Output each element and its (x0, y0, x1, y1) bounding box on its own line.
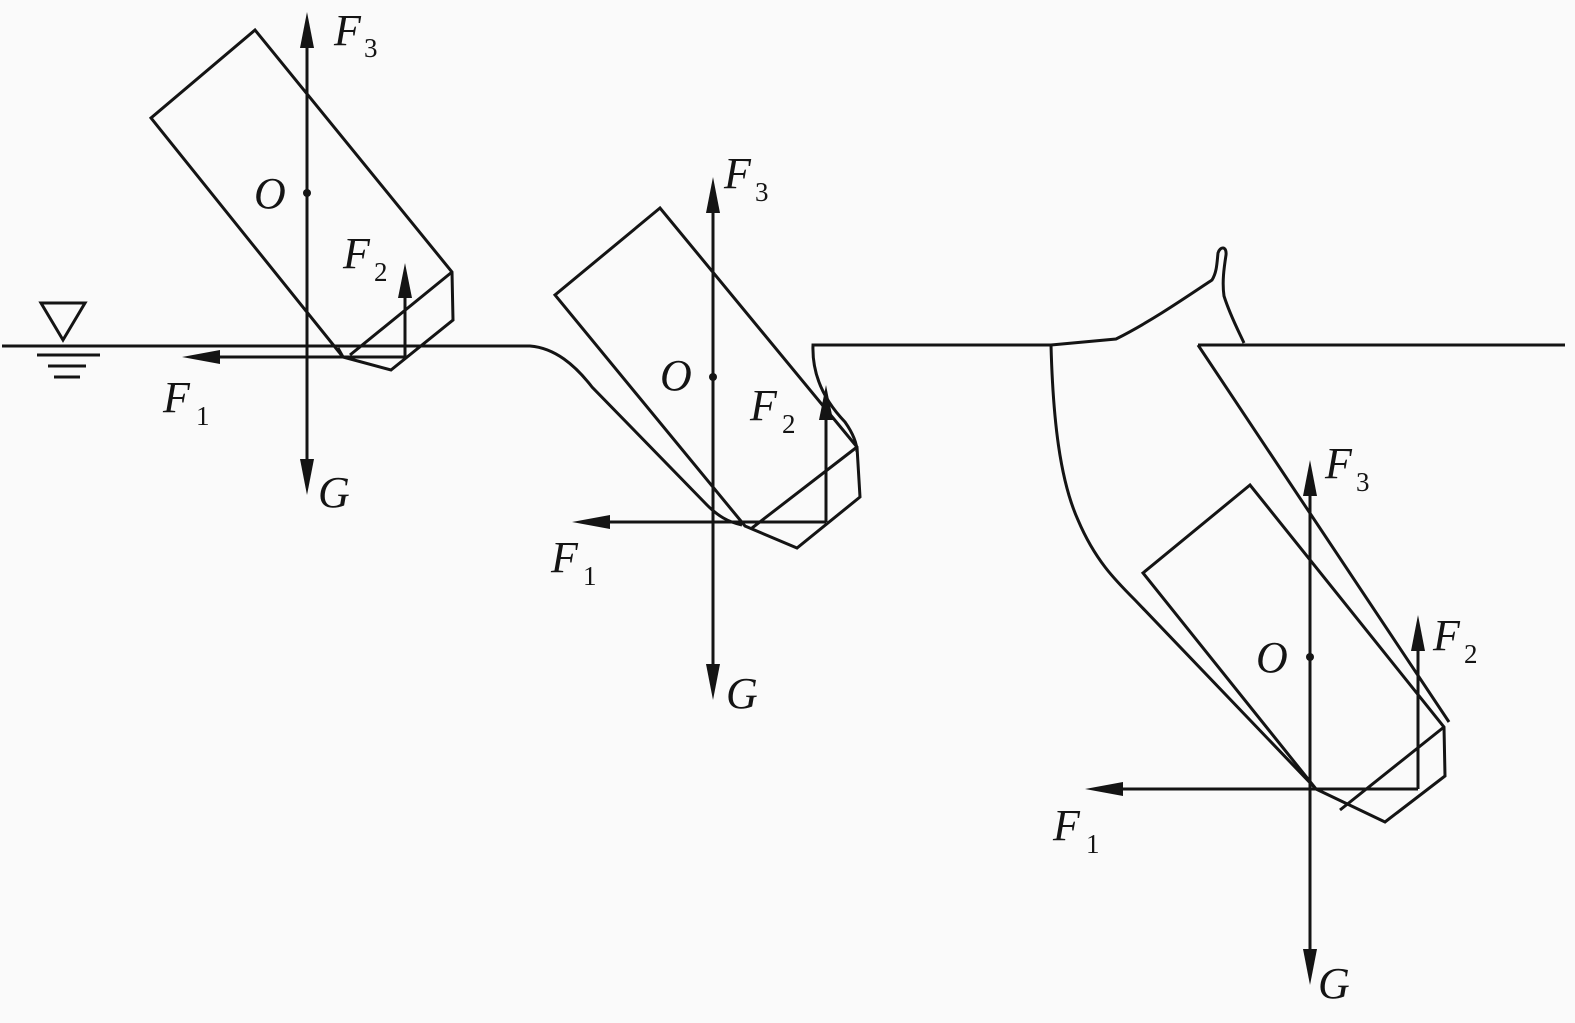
water-surface-left (2, 344, 743, 527)
center-o-dot (1306, 653, 1314, 661)
force-label: 2 (782, 409, 796, 439)
arrow-f1 (1085, 782, 1123, 796)
force-label: F (333, 6, 362, 55)
water-level-triangle-icon (37, 301, 100, 379)
block-stage-1 (148, 27, 455, 372)
force-label: O (1256, 633, 1288, 682)
arrow-f3 (1303, 460, 1317, 496)
force-label: F (342, 229, 371, 278)
force-label: 2 (374, 257, 388, 287)
forces-stage-1 (182, 12, 412, 495)
center-o-dot (709, 373, 717, 381)
force-label: G (1318, 959, 1350, 1008)
force-label: 3 (755, 177, 769, 207)
cavity-stage-3-right (1196, 344, 1451, 723)
arrow-f2 (1411, 615, 1425, 651)
force-label: O (254, 169, 286, 218)
force-label: O (660, 351, 692, 400)
arrow-f2 (819, 385, 833, 420)
force-label: 3 (1356, 467, 1370, 497)
force-label: 1 (583, 561, 597, 591)
block-stage-2 (552, 205, 862, 550)
arrow-f3 (300, 12, 314, 48)
force-label: G (726, 669, 758, 718)
force-label: F (749, 381, 778, 430)
arrow-f1 (182, 350, 220, 364)
center-o-dot (303, 189, 311, 197)
arrow-g (300, 459, 314, 495)
forces-stage-2 (572, 177, 833, 700)
force-label: 1 (1086, 829, 1100, 859)
water-surface-middle (811, 343, 1051, 453)
arrow-f2 (398, 263, 412, 298)
arrow-g (706, 664, 720, 700)
force-label: F (162, 373, 191, 422)
force-label: F (1052, 801, 1081, 850)
arrow-f1 (572, 515, 610, 529)
force-label: F (1432, 611, 1461, 660)
arrow-g (1303, 949, 1317, 985)
arrow-f3 (706, 177, 720, 213)
force-label: 1 (196, 401, 210, 431)
force-label: F (550, 533, 579, 582)
forces-stage-3 (1085, 460, 1425, 985)
block-stage-3 (1140, 482, 1447, 824)
force-label: 3 (364, 33, 378, 63)
cavity-stage-3-left (1049, 344, 1318, 791)
force-label: F (723, 149, 752, 198)
splash-stage-3 (1050, 246, 1246, 347)
force-label: 2 (1464, 639, 1478, 669)
force-label: G (318, 468, 350, 517)
force-label: F (1324, 439, 1353, 488)
